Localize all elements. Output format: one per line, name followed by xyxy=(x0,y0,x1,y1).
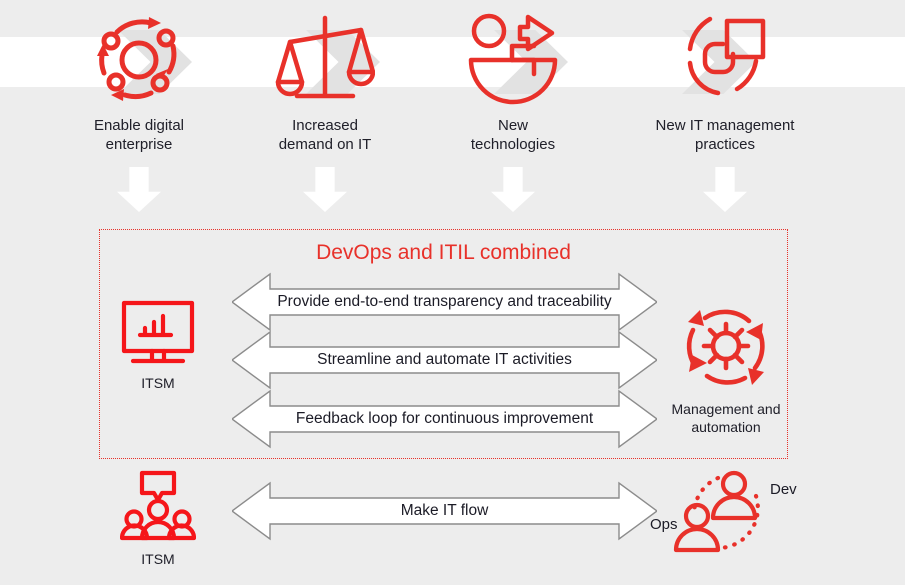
balance-scales-icon xyxy=(225,10,425,110)
driver-new-technologies: New technologies xyxy=(413,10,613,154)
management-automation-caption: Management and automation xyxy=(660,400,792,436)
driver-label-line2: enterprise xyxy=(105,136,173,153)
driver-label: New IT management practices xyxy=(625,116,825,154)
dev-label: Dev xyxy=(770,481,797,498)
devops-itil-title: DevOps and ITIL combined xyxy=(316,241,571,264)
monitor-chart-icon xyxy=(110,300,206,366)
devops-itil-container xyxy=(99,229,788,459)
down-arrow-2 xyxy=(303,167,347,212)
driver-label-line2: technologies xyxy=(470,136,556,153)
itsm-people-caption: ITSM xyxy=(141,551,175,567)
driver-label-line1: New xyxy=(497,117,528,134)
driver-label-line1: New IT management xyxy=(655,117,795,134)
ops-label: Ops xyxy=(650,516,678,533)
management-automation-line1: Management and xyxy=(671,401,781,417)
bidirectional-arrow-streamline: Streamline and automate IT activities xyxy=(232,330,657,390)
driver-label-line2: demand on IT xyxy=(278,136,372,153)
rotating-square-process-icon xyxy=(625,10,825,110)
circular-arrows-network-icon xyxy=(39,10,239,110)
driver-label-line2: practices xyxy=(694,136,756,153)
management-automation-block: Management and automation xyxy=(660,300,792,436)
itsm-monitor-caption: ITSM xyxy=(141,375,175,391)
down-arrow-3 xyxy=(491,167,535,212)
dev-ops-people-icon xyxy=(672,466,768,558)
down-arrow-4 xyxy=(703,167,747,212)
itsm-monitor-block: ITSM xyxy=(110,300,206,392)
driver-label-line1: Enable digital xyxy=(93,117,185,134)
pie-chart-arrow-icon xyxy=(413,10,613,110)
bidirectional-arrow-make-it-flow: Make IT flow xyxy=(232,481,657,541)
driver-new-it-management-practices: New IT management practices xyxy=(625,10,825,154)
itsm-people-block: ITSM xyxy=(110,470,206,568)
driver-label: Increased demand on IT xyxy=(225,116,425,154)
bidirectional-arrow-transparency: Provide end-to-end transparency and trac… xyxy=(232,272,657,332)
driver-label-line1: Increased xyxy=(292,117,358,134)
driver-label: New technologies xyxy=(413,116,613,154)
gear-cycle-icon xyxy=(660,300,792,392)
driver-increased-demand-on-it: Increased demand on IT xyxy=(225,10,425,154)
bidirectional-arrow-feedback: Feedback loop for continuous improvement xyxy=(232,389,657,449)
people-speech-bubble-icon xyxy=(110,470,206,542)
driver-enable-digital-enterprise: Enable digital enterprise xyxy=(39,10,239,154)
driver-label: Enable digital enterprise xyxy=(39,116,239,154)
management-automation-line2: automation xyxy=(691,419,761,435)
down-arrow-1 xyxy=(117,167,161,212)
